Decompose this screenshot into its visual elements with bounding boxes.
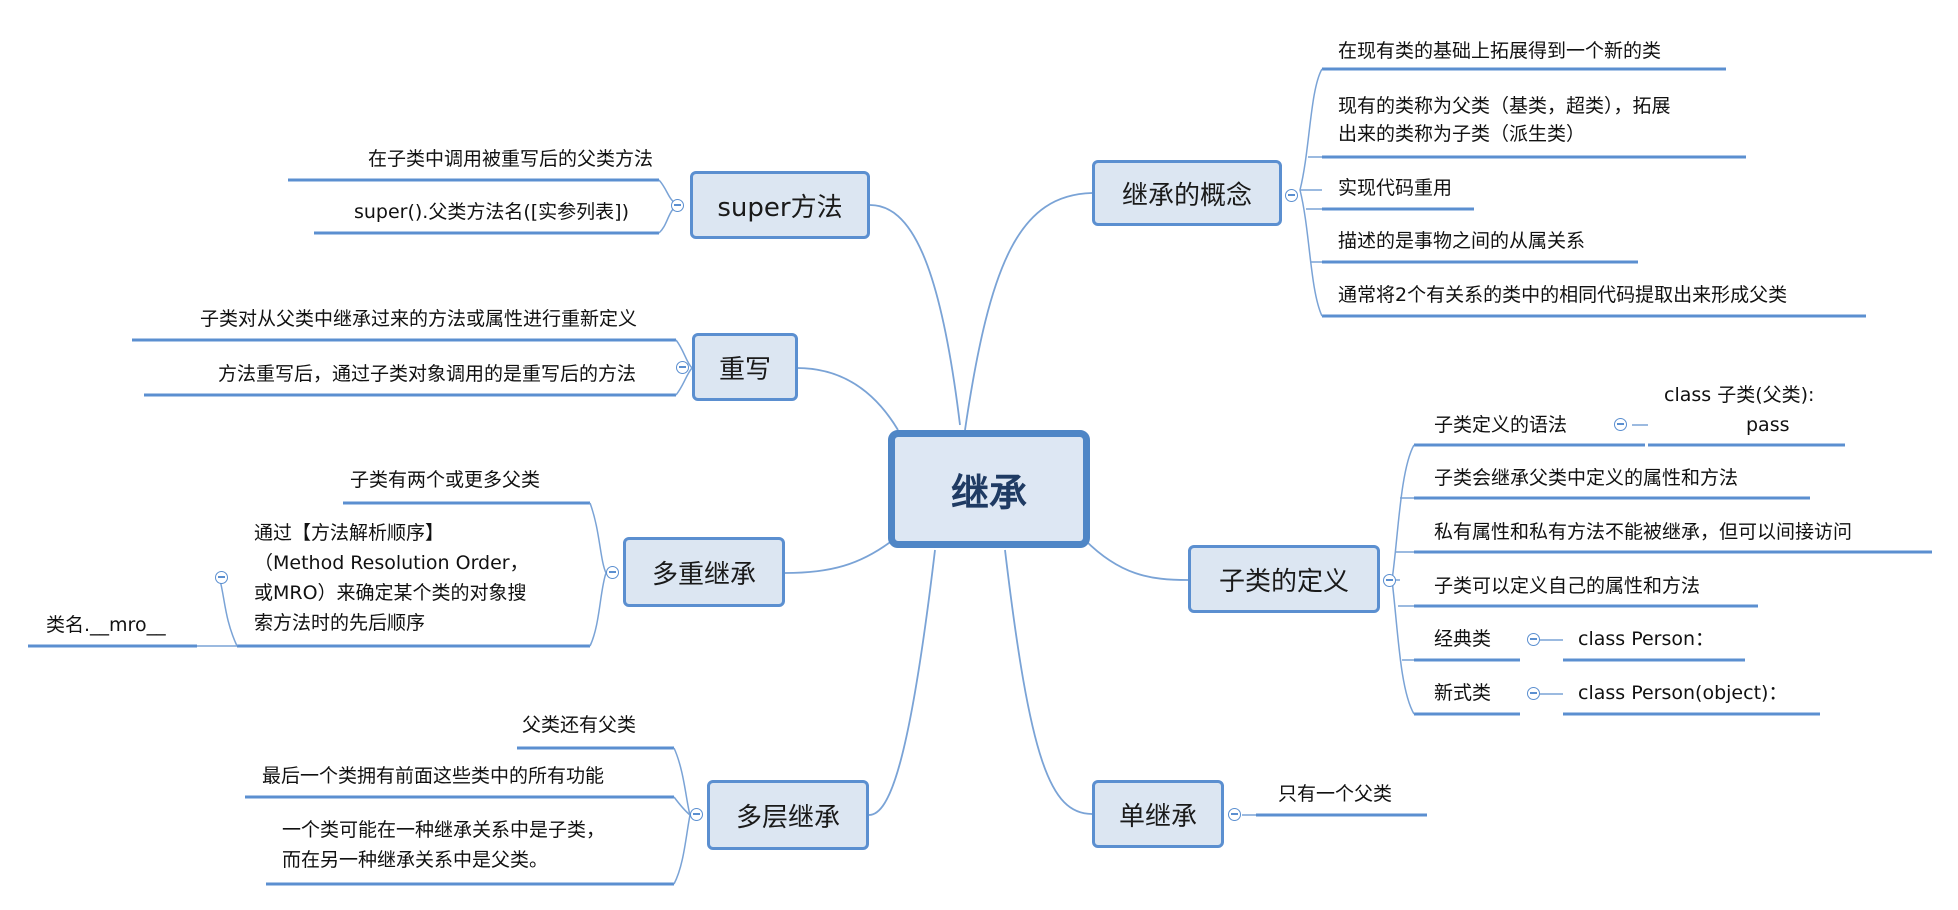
collapse-toggle-icon[interactable] (1383, 574, 1396, 587)
subclass-item-3: 子类可以定义自己的属性和方法 (1434, 575, 1701, 597)
syntax-label: 子类定义的语法 (1434, 414, 1568, 436)
collapse-toggle-icon[interactable] (690, 808, 703, 821)
branch-subclass-definition[interactable]: 子类的定义 (1188, 545, 1380, 613)
collapse-toggle-icon[interactable] (606, 566, 619, 579)
branch-multilevel-inheritance[interactable]: 多层继承 (707, 780, 869, 850)
branch-override[interactable]: 重写 (692, 333, 798, 401)
branch-super-method[interactable]: super方法 (690, 171, 870, 239)
multiple-item-1: 子类有两个或更多父类 (350, 469, 541, 491)
mro-line-3: 或MRO）来确定某个类的对象搜 (254, 582, 527, 604)
super-item-2: super().父类方法名([实参列表]) (353, 201, 629, 223)
collapse-toggle-icon[interactable] (215, 571, 228, 584)
central-topic[interactable]: 继承 (888, 430, 1090, 548)
classic-class-code: class Person： (1578, 628, 1715, 650)
mro-line-2: （Method Resolution Order， (254, 552, 529, 574)
mro-attribute: 类名.__mro__ (46, 614, 166, 636)
override-item-1: 子类对从父类中继承过来的方法或属性进行重新定义 (199, 308, 637, 330)
super-item-1: 在子类中调用被重写后的父类方法 (367, 148, 653, 170)
concept-item-5: 通常将2个有关系的类中的相同代码提取出来形成父类 (1338, 284, 1788, 306)
syntax-code-line-1: class 子类(父类): (1664, 384, 1815, 406)
subclass-item-1: 子类会继承父类中定义的属性和方法 (1434, 467, 1739, 489)
multilevel-item-3: 一个类可能在一种继承关系中是子类， (282, 819, 606, 841)
branch-single-inheritance[interactable]: 单继承 (1092, 780, 1224, 848)
subclass-item-2: 私有属性和私有方法不能被继承，但可以间接访问 (1434, 521, 1853, 543)
mro-line-1: 通过【方法解析顺序】 (254, 522, 445, 544)
multilevel-item-3b: 而在另一种继承关系中是父类。 (282, 849, 549, 871)
collapse-toggle-icon[interactable] (1614, 418, 1627, 431)
newstyle-class-label: 新式类 (1434, 682, 1492, 704)
override-item-2: 方法重写后，通过子类对象调用的是重写后的方法 (217, 363, 636, 385)
collapse-toggle-icon[interactable] (1527, 633, 1540, 646)
multilevel-item-2: 最后一个类拥有前面这些类中的所有功能 (262, 765, 605, 787)
classic-class-label: 经典类 (1434, 628, 1492, 650)
collapse-toggle-icon[interactable] (1527, 687, 1540, 700)
collapse-toggle-icon[interactable] (1228, 808, 1241, 821)
single-item-1: 只有一个父类 (1278, 783, 1393, 805)
concept-item-1: 在现有类的基础上拓展得到一个新的类 (1338, 40, 1662, 62)
collapse-toggle-icon[interactable] (671, 199, 684, 212)
collapse-toggle-icon[interactable] (676, 361, 689, 374)
multilevel-item-1: 父类还有父类 (522, 714, 637, 736)
branch-inheritance-concept[interactable]: 继承的概念 (1092, 160, 1282, 226)
concept-item-2b: 出来的类称为子类（派生类） (1338, 123, 1586, 145)
concept-item-2: 现有的类称为父类（基类，超类），拓展 (1338, 95, 1671, 117)
mro-line-4: 索方法时的先后顺序 (254, 612, 426, 634)
concept-item-4: 描述的是事物之间的从属关系 (1338, 230, 1586, 252)
newstyle-class-code: class Person(object)： (1578, 682, 1788, 704)
branch-multiple-inheritance[interactable]: 多重继承 (623, 537, 785, 607)
collapse-toggle-icon[interactable] (1285, 189, 1298, 202)
syntax-code-line-2: pass (1746, 414, 1790, 436)
concept-item-3: 实现代码重用 (1338, 177, 1453, 199)
